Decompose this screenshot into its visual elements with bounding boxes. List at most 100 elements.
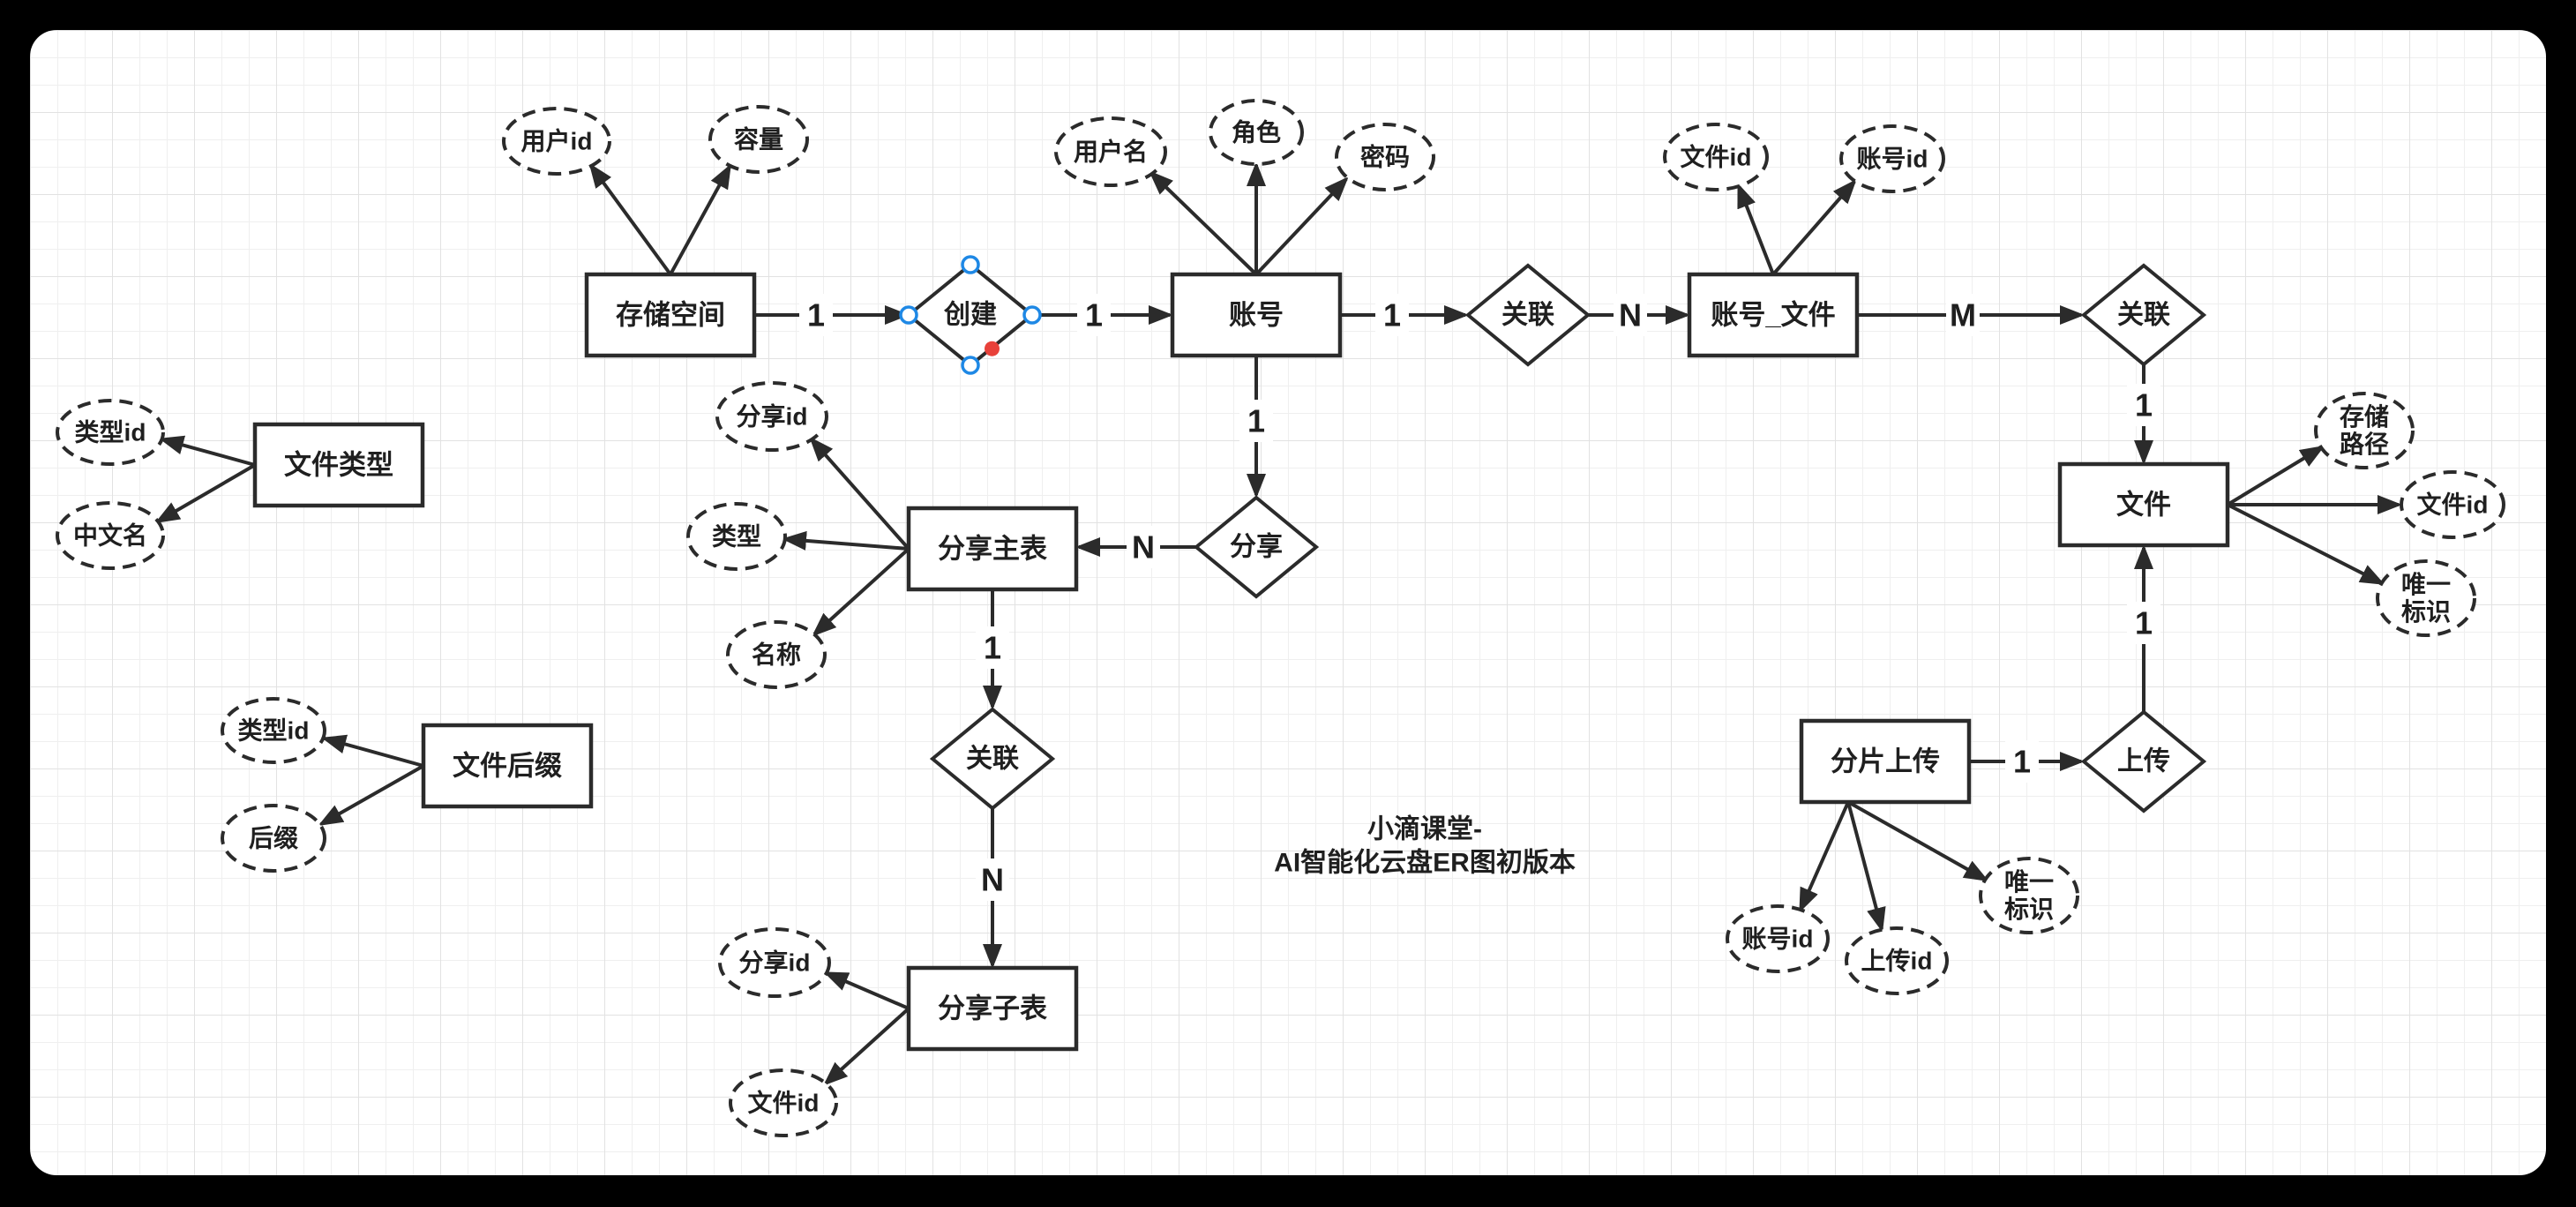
edge-cardinality-zhanghao-to-guanlian1[interactable]: 1 [1383, 297, 1401, 334]
attribute-label-wenjian-id-af: 文件id [1681, 143, 1752, 171]
edge-cardinality-zhanghao-to-fenxiang[interactable]: 1 [1247, 403, 1265, 439]
attribute-cunchu-lujing[interactable] [2314, 392, 2415, 469]
entity-wenjian[interactable] [2057, 461, 2230, 548]
attribute-edge-cunchu-kongjian--rongliang[interactable] [669, 163, 731, 275]
attribute-yonghu-id[interactable] [502, 107, 611, 176]
attribute-mima[interactable] [1335, 123, 1435, 191]
attribute-edge-zhanghao-wenjian--wenjian-id-af[interactable] [1737, 183, 1775, 275]
edge-cardinality-guanlian1-to-zhanghaowenjian[interactable]: N [1619, 297, 1642, 334]
entity-label-zhanghao: 账号 [1229, 300, 1284, 331]
attribute-edge-fenxiang-zhubiao--leixing[interactable] [782, 530, 910, 551]
selection-handle-chuangjian-0[interactable] [899, 305, 918, 325]
attribute-wenjian-id-af[interactable] [1663, 123, 1769, 191]
relationship-fenxiang[interactable] [1193, 495, 1320, 599]
attribute-leixing-id-fh[interactable] [221, 697, 326, 764]
entity-label-zhanghao-wenjian: 账号_文件 [1711, 300, 1835, 331]
attribute-edge-wenjian-houzhui--houzhui[interactable] [318, 764, 424, 826]
attribute-label-weiyi-biaoshi-fp: 标识 [2004, 896, 2054, 923]
attribute-edge-wenjian--cunchu-lujing[interactable] [2226, 445, 2325, 506]
attribute-label-yonghu-id: 用户id [521, 127, 593, 155]
attribute-edge-fenxiang-zhubiao--fenxiang-id-zb[interactable] [809, 437, 910, 551]
attribute-edge-fenpian-shangchuan--weiyi-biaoshi-fp[interactable] [1847, 800, 1989, 881]
edge-cardinality-guanlian3-to-fenxiangzibiao[interactable]: N [981, 862, 1004, 898]
attribute-weiyi-biaoshi-f[interactable] [2376, 559, 2476, 637]
entity-fenxiang-zibiao[interactable] [906, 965, 1079, 1052]
diagram-canvas[interactable]: 存储空间账号账号_文件文件文件类型文件后缀分享主表分享子表分片上传创建关联关联分… [30, 30, 2546, 1175]
attribute-edge-fenpian-shangchuan--shangchuan-id[interactable] [1846, 801, 1886, 933]
selection-handle-chuangjian-2[interactable] [1022, 305, 1042, 325]
attribute-rongliang[interactable] [708, 105, 809, 174]
attribute-edge-wenjian-leixing--leixing-id-ft[interactable] [159, 435, 256, 467]
attribute-label-leixing-id-ft: 类型id [75, 419, 146, 446]
relationship-guanlian-1[interactable] [1464, 263, 1591, 367]
edge-label-background [799, 294, 833, 336]
attribute-label-leixing-id-fh: 类型id [238, 717, 310, 745]
attribute-label-zhongwenming: 中文名 [73, 521, 147, 550]
edge-label-background [2005, 740, 2039, 783]
attribute-houzhui[interactable] [221, 804, 326, 873]
attribute-shangchuan-id[interactable] [1845, 926, 1949, 995]
entity-zhanghao-wenjian[interactable] [1687, 272, 1860, 358]
attribute-edge-zhanghao--mima[interactable] [1254, 176, 1349, 276]
selection-handle-chuangjian-1[interactable] [961, 255, 980, 274]
attribute-edge-zhanghao--yonghuming[interactable] [1149, 170, 1258, 276]
relationship-shangchuan[interactable] [2080, 709, 2207, 813]
relationship-guanlian-2[interactable] [2080, 263, 2207, 367]
diagram-note-line-2[interactable]: AI智能化云盘ER图初版本 [1274, 848, 1576, 878]
diagram-note-line-1[interactable]: 小滴课堂- [1367, 814, 1482, 844]
attribute-wenjian-id-zib[interactable] [729, 1068, 838, 1137]
entity-wenjian-houzhui[interactable] [421, 723, 594, 809]
attribute-weiyi-biaoshi-fp[interactable] [1979, 857, 2079, 934]
entity-zhanghao[interactable] [1170, 272, 1343, 358]
attribute-edge-wenjian--weiyi-biaoshi-f[interactable] [2227, 503, 2385, 585]
edge-cardinality-cunchukongjian-to-chuangjian[interactable]: 1 [807, 297, 825, 334]
attribute-edge-fenpian-shangchuan--zhanghao-id-fp[interactable] [1799, 801, 1850, 913]
entity-wenjian-leixing[interactable] [252, 422, 425, 508]
edge-cardinality-fenxiang-to-fenxiangzhubiao[interactable]: N [1132, 529, 1155, 566]
attribute-leixing-id-ft[interactable] [56, 399, 165, 466]
attribute-label-yonghuming: 用户名 [1074, 138, 1148, 166]
selection-layer [899, 255, 1042, 375]
edge-cardinality-chuangjian-to-zhanghao[interactable]: 1 [1085, 297, 1103, 334]
edge-label-background [2127, 384, 2160, 426]
attribute-label-weiyi-biaoshi-fp: 唯一 [2004, 868, 2054, 896]
attribute-edge-fenxiang-zibiao--fenxiang-id-zib[interactable] [823, 971, 910, 1010]
entity-label-fenpian-shangchuan: 分片上传 [1831, 746, 1940, 777]
attribute-leixing[interactable] [686, 502, 787, 571]
attribute-edge-fenxiang-zhubiao--mingcheng[interactable] [812, 547, 910, 637]
entity-fenpian-shangchuan[interactable] [1799, 718, 1972, 805]
attribute-zhanghao-id-fp[interactable] [1726, 904, 1830, 973]
edge-label-background [2127, 602, 2160, 644]
edge-cardinality-fenpianshangchuan-to-shangchuan[interactable]: 1 [2013, 744, 2031, 780]
attribute-label-cunchu-lujing: 存储 [2340, 402, 2389, 431]
attribute-edge-zhanghao-wenjian--zhanghao-id-af[interactable] [1771, 178, 1857, 276]
relationship-label-shangchuan: 上传 [2117, 747, 2170, 776]
edge-label-background [1127, 526, 1160, 568]
attribute-edge-fenxiang-zibiao--wenjian-id-zib[interactable] [823, 1007, 910, 1086]
edge-label-background [976, 626, 1009, 669]
attribute-wenjian-id-f[interactable] [2400, 470, 2505, 539]
attribute-edge-wenjian-houzhui--leixing-id-fh[interactable] [321, 734, 424, 768]
edge-cardinality-guanlian2-to-wenjian[interactable]: 1 [2135, 387, 2153, 424]
selection-endpoint-dot[interactable] [985, 341, 1000, 356]
attribute-zhongwenming[interactable] [56, 501, 165, 570]
attribute-mingcheng[interactable] [726, 620, 827, 689]
selection-handle-chuangjian-3[interactable] [961, 356, 980, 375]
entity-fenxiang-zhubiao[interactable] [906, 506, 1079, 592]
attribute-yonghuming[interactable] [1054, 116, 1167, 187]
attribute-fenxiang-id-zib[interactable] [718, 927, 831, 998]
attribute-fenxiang-id-zb[interactable] [715, 381, 828, 452]
relationship-guanlian-3[interactable] [929, 707, 1056, 811]
attribute-edge-cunchu-kongjian--yonghu-id[interactable] [588, 162, 672, 276]
edge-cardinality-fenxiangzhubiao-to-guanlian3[interactable]: 1 [984, 630, 1001, 666]
entity-cunchu-kongjian[interactable] [584, 272, 757, 358]
attribute-edge-wenjian-leixing--zhongwenming[interactable] [154, 463, 257, 524]
attribute-juese[interactable] [1209, 99, 1304, 166]
er-diagram: 存储空间账号账号_文件文件文件类型文件后缀分享主表分享子表分片上传创建关联关联分… [56, 99, 2505, 1137]
edge-cardinality-zhanghaowenjian-to-guanlian2[interactable]: M [1950, 297, 1976, 334]
attribute-zhanghao-id-af[interactable] [1839, 124, 1945, 193]
edge-cardinality-shangchuan-to-wenjian[interactable]: 1 [2135, 605, 2153, 641]
shapes-layer: 存储空间账号账号_文件文件文件类型文件后缀分享主表分享子表分片上传创建关联关联分… [56, 99, 2505, 1137]
